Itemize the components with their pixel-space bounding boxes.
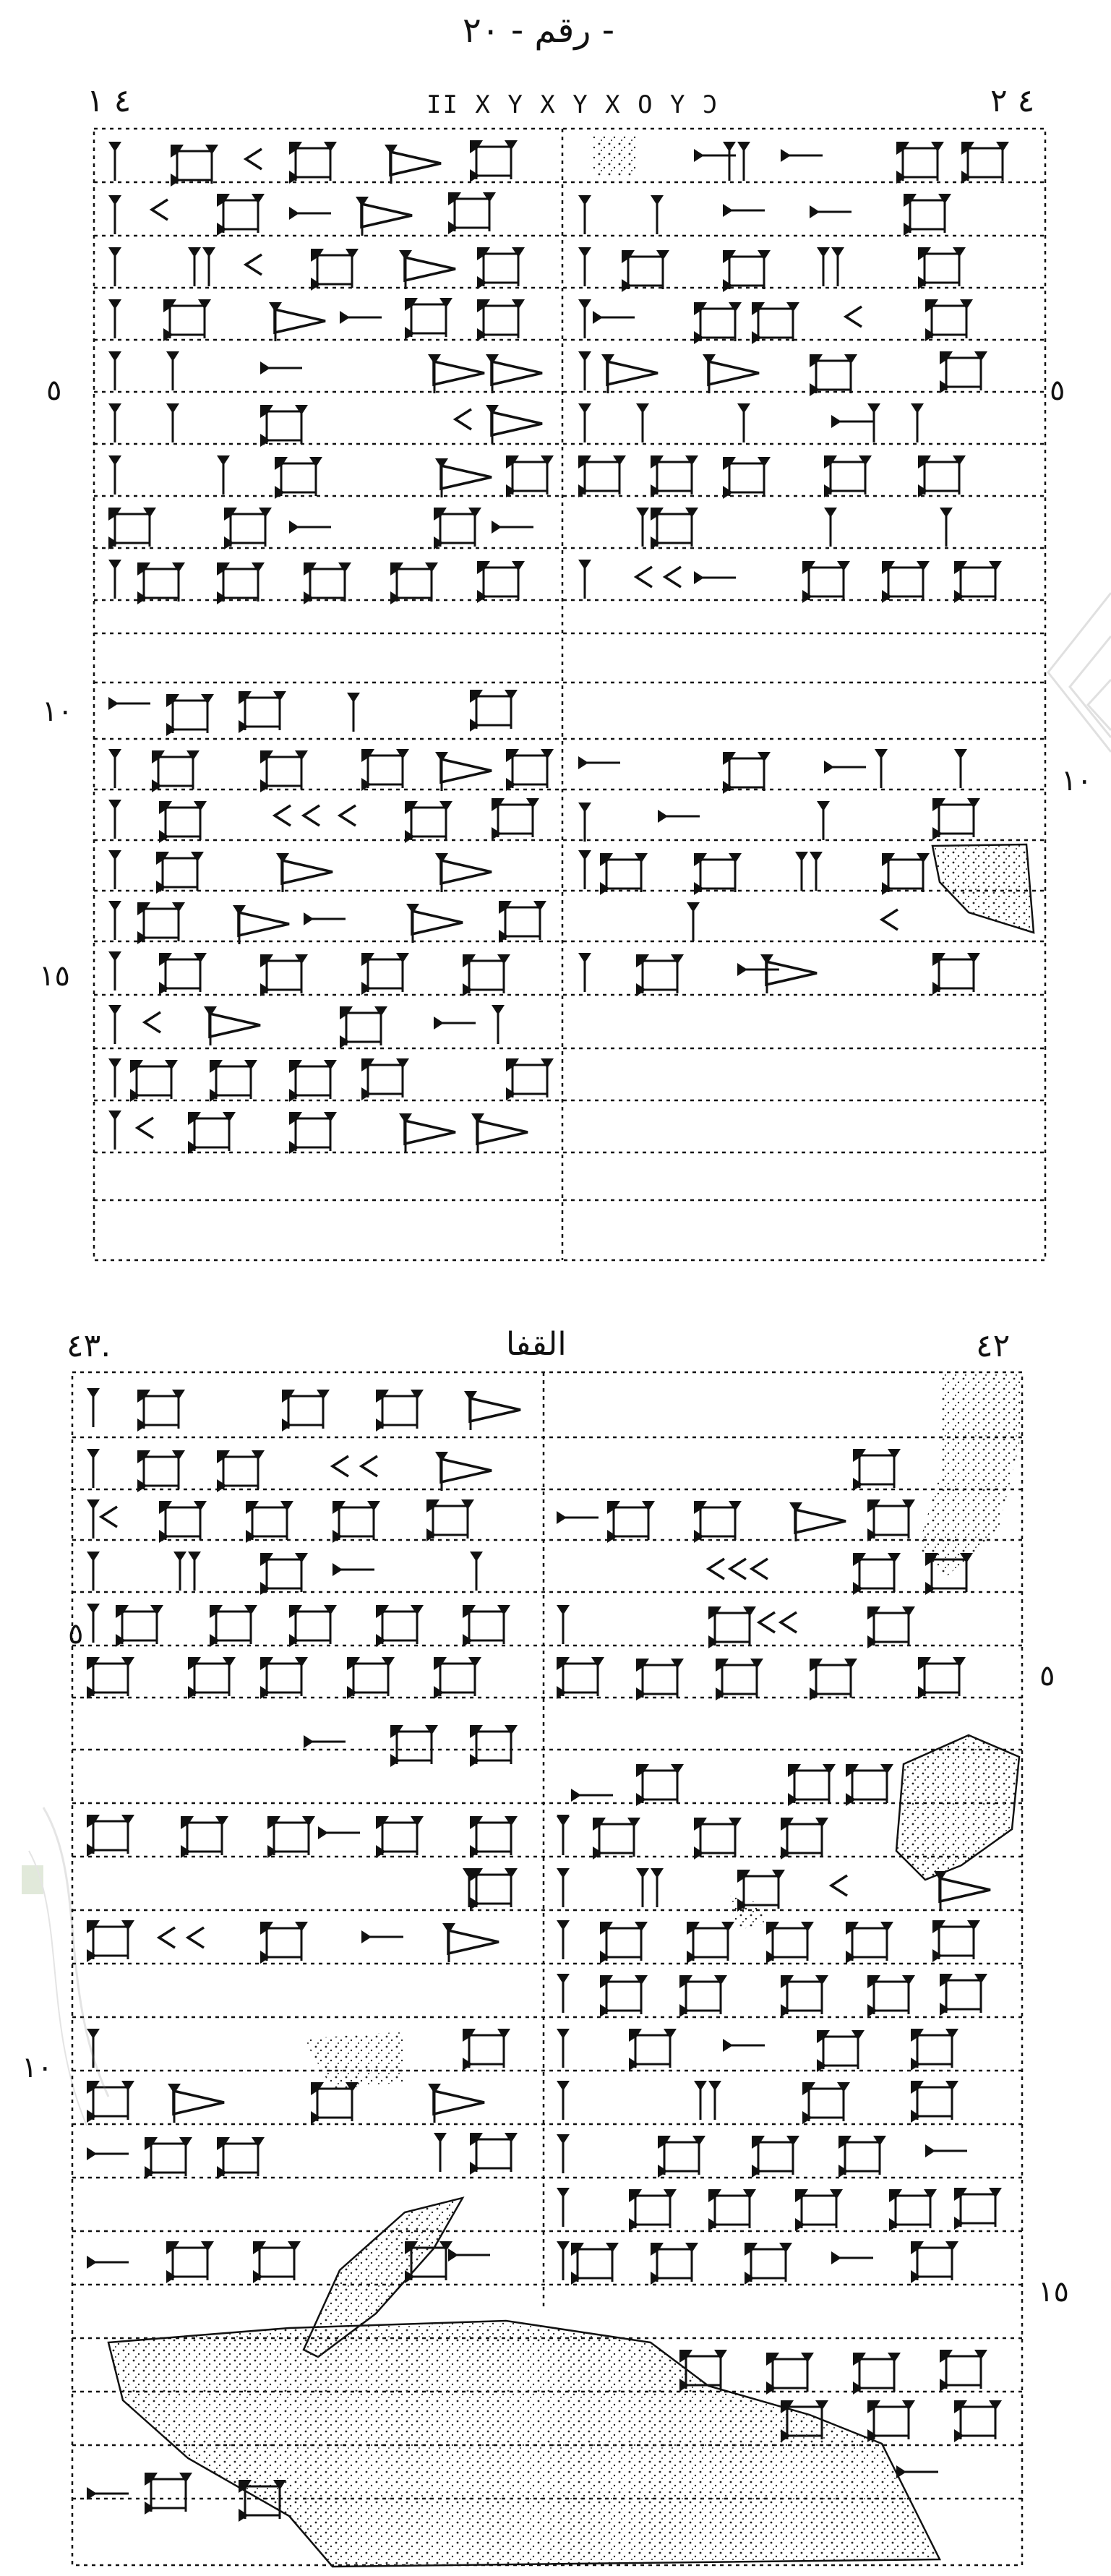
tablet-one-right-signs — [578, 136, 1035, 996]
tablet-one-left-signs — [108, 140, 554, 1154]
tablet-two-right-id: ٤٢ — [976, 1327, 1011, 1364]
tablet-one-grid — [93, 127, 1047, 1262]
t1-line-number-left-15: ١٥ — [39, 959, 70, 993]
margin-mark — [1047, 592, 1111, 753]
tablet-two-grid — [71, 1371, 1024, 2567]
page-number: رقم - ٢٠ - — [463, 10, 615, 51]
t1-line-number-left-5: ٥ — [46, 374, 62, 407]
t1-line-number-right-5: ٥ — [1050, 374, 1065, 407]
t2-line-number-left-10: ١٠ — [22, 2051, 53, 2084]
tablet-one-left-id: ٤ ١ — [87, 82, 132, 119]
tablet-two-left-id: ٤٣. — [67, 1327, 111, 1364]
publisher-watermark — [22, 1807, 110, 2126]
t2-line-number-right-5: ٥ — [1039, 1659, 1055, 1693]
t1-line-number-right-10: ١٠ — [1061, 764, 1092, 797]
t1-line-number-left-10: ١٠ — [42, 695, 73, 728]
tablet-one-seal-text: ΙΙ Χ Υ Χ Υ Χ Ο Υ Ͻ — [426, 90, 719, 119]
tablet-two-title: القفا — [506, 1326, 567, 1363]
t2-line-number-left-5: ٥ — [68, 1617, 84, 1651]
tablet-one-right-id: ٤ ٢ — [990, 82, 1035, 119]
t2-line-number-right-15: ١٥ — [1038, 2275, 1069, 2308]
